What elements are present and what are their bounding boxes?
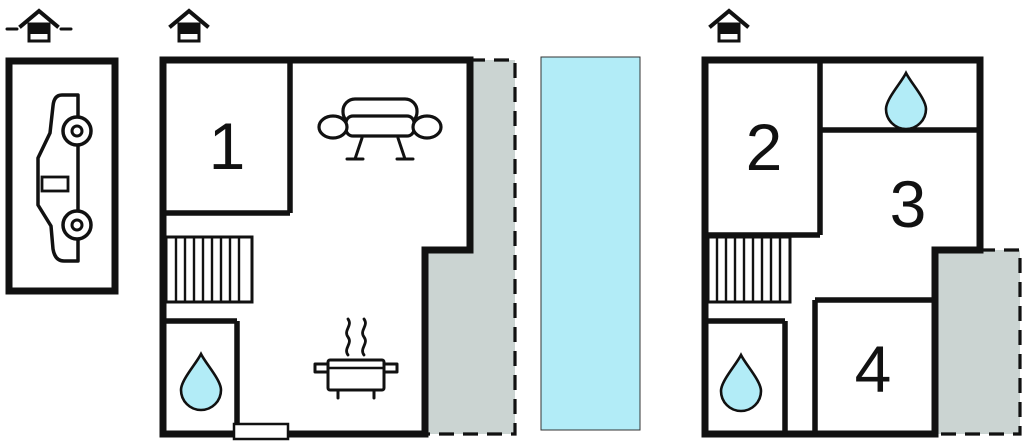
room-2-label: 2 [746,110,783,184]
car-wheel-hub [70,124,84,138]
stair-treads [174,237,241,302]
car-door [40,175,70,193]
terrace-upper-floor-area [935,250,1020,434]
terrace-upper-floor [934,248,1022,436]
car-icon [36,93,93,263]
garage [5,57,119,295]
upper-floor-plan: 2 3 4 [701,56,984,438]
ground-floor-plan: 1 [159,56,474,441]
room-4-label: 4 [855,332,892,406]
water-drop-icon [884,70,928,131]
sofa-armrest [411,114,443,140]
water-drop-icon [719,352,763,413]
stove-icon [313,317,399,400]
pot-body [326,358,386,392]
sofa-legs [345,136,415,161]
room-1-label: 1 [209,109,246,183]
stairs-icon [706,235,792,304]
pot-handle [382,362,399,374]
sofa-armrest [317,114,349,140]
pot-handle [313,362,330,374]
stairs-outline [706,235,792,304]
ground-floor-outer-walls [159,56,474,438]
pot-feet [336,388,376,400]
door-threshold [232,422,290,441]
house-entrance-icon-ground-floor [169,9,209,43]
stair-treads [715,237,782,302]
car-wheel-hub [70,218,84,232]
upper-floor-outer-walls [701,56,984,438]
terrace-upper-floor-dashed-border [934,248,1022,436]
room-3-label: 3 [890,167,927,241]
house-entrance-icon-garage [19,9,59,43]
garage-walls [5,57,119,295]
steam-squiggle [345,317,351,357]
stairs-outline [164,235,254,304]
steam-squiggle [361,317,367,357]
stairs-icon [164,235,254,304]
upper-floor-inner-walls [705,60,980,434]
ground-floor-inner-walls [163,60,293,434]
terrace-ground-floor-dashed-border [424,58,517,436]
water-drop-icon [179,351,223,412]
house-entrance-icon-upper-floor [709,9,749,43]
sofa-seat [344,114,416,138]
sofa-icon [317,97,443,161]
pool [540,56,641,431]
